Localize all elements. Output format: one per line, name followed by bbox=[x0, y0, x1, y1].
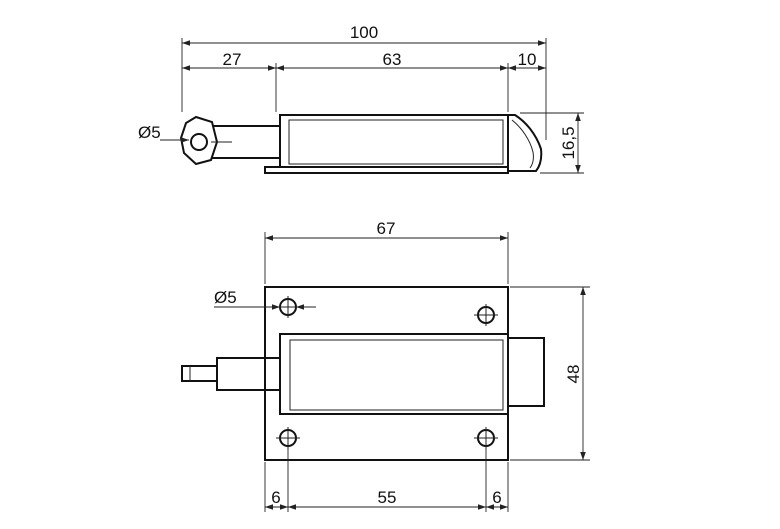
dim-middle-label: 63 bbox=[383, 50, 402, 69]
dim-width-label: 67 bbox=[377, 219, 396, 238]
dim-hole-label: Ø5 bbox=[214, 288, 237, 307]
front-bolt-rod bbox=[216, 357, 281, 391]
dim-height-label: 48 bbox=[564, 365, 583, 384]
side-latch-nose bbox=[508, 114, 543, 172]
front-bolt-tip bbox=[181, 365, 218, 382]
side-body-outer bbox=[279, 114, 509, 168]
side-view: 100 27 63 10 16,5 Ø5 bbox=[138, 23, 584, 174]
dim-hole-label: Ø5 bbox=[138, 123, 161, 142]
dim-bottom-right-label: 6 bbox=[492, 488, 501, 507]
front-housing-inner bbox=[289, 339, 504, 411]
side-eye-tab bbox=[179, 115, 219, 166]
dim-overall-label: 100 bbox=[350, 23, 378, 42]
dim-bottom-left-label: 6 bbox=[271, 488, 280, 507]
side-body-inner bbox=[288, 119, 504, 165]
side-latch-nose-inner bbox=[511, 119, 534, 169]
front-view: 67 48 Ø5 6 55 6 bbox=[181, 219, 590, 512]
dim-height-label: 16,5 bbox=[559, 126, 578, 159]
dim-right-label: 10 bbox=[518, 50, 537, 69]
dim-left-label: 27 bbox=[223, 50, 242, 69]
front-latch-block bbox=[507, 337, 545, 407]
side-eye-hole bbox=[190, 133, 208, 151]
front-housing-outer bbox=[279, 333, 509, 415]
dim-bottom-middle-label: 55 bbox=[378, 488, 397, 507]
